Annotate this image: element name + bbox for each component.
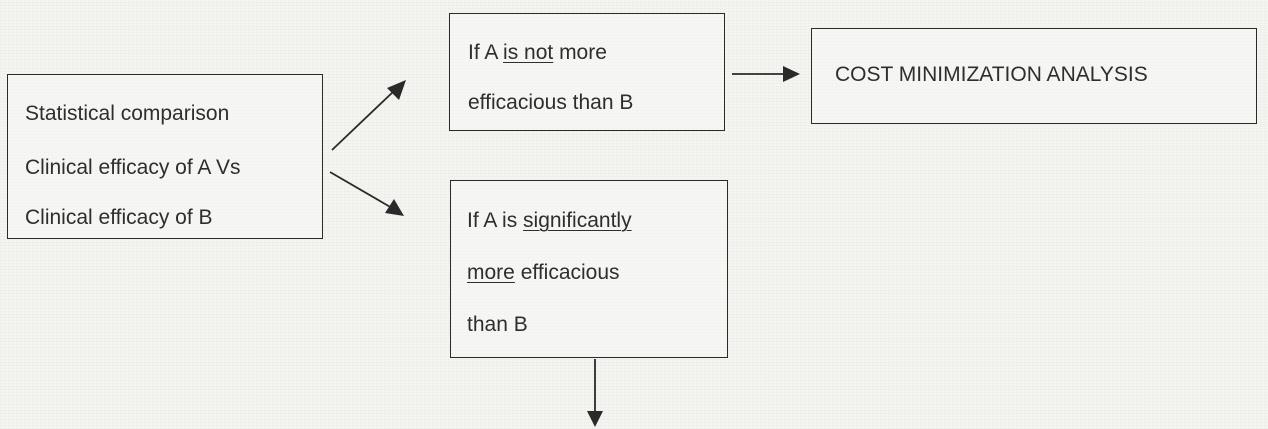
upper-condition-post: more — [553, 41, 607, 64]
arrowhead-down-continuation — [587, 411, 603, 427]
lower-condition-line-1: If A is significantly — [467, 210, 632, 231]
arrowhead-outcome — [783, 66, 800, 82]
arrow-to-lower-condition — [329, 171, 393, 209]
upper-condition-underlined: is not — [503, 41, 554, 64]
lower-condition-underlined-1: significantly — [523, 209, 632, 232]
upper-condition-line-2: efficacious than B — [468, 91, 634, 114]
lower-condition-underlined-2: more — [467, 261, 515, 284]
source-box — [7, 74, 323, 239]
lower-condition-pre: If A is — [467, 209, 524, 232]
arrowhead-upper-condition — [387, 80, 406, 100]
cost-minimization-label: COST MINIMIZATION ANALYSIS — [835, 63, 1148, 86]
lower-condition-box — [450, 180, 728, 358]
upper-condition-pre: If A — [468, 41, 504, 64]
arrow-to-upper-condition — [331, 89, 396, 151]
source-line-1: Statistical comparison — [25, 102, 230, 125]
arrowhead-lower-condition — [385, 199, 404, 216]
source-line-2: Clinical efficacy of A Vs — [25, 156, 241, 179]
source-line-3: Clinical efficacy of B — [25, 206, 213, 229]
lower-condition-post: efficacious — [514, 261, 620, 284]
cost-minimization-box — [811, 28, 1257, 124]
upper-condition-box — [449, 13, 725, 131]
lower-condition-line-2: more efficacious — [467, 262, 620, 283]
upper-condition-line-1: If A is not more — [468, 42, 607, 63]
lower-condition-line-3: than B — [467, 313, 528, 336]
